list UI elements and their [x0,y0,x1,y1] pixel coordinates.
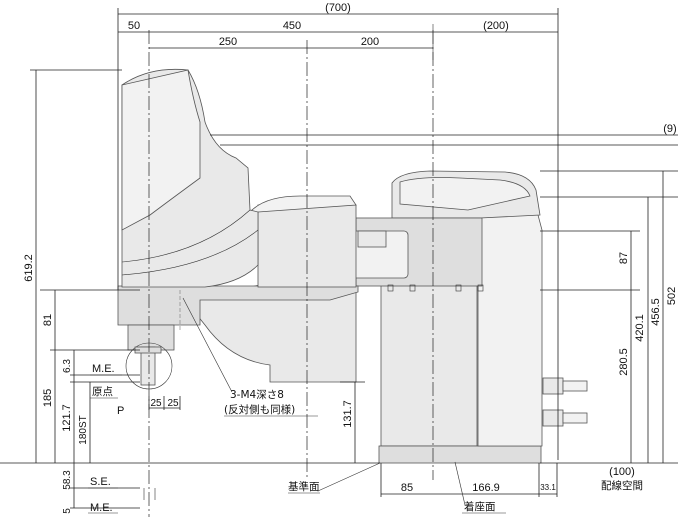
rear-cable-box [477,214,543,447]
head-front [121,69,201,231]
dim-width-33-1: 33.1 [540,483,556,492]
dim-height-81: 81 [42,314,54,326]
dim-height-5: 5 [62,508,73,514]
dim-cable-200: (200) [483,20,509,32]
dim-width-85: 85 [401,482,413,494]
dim-height-185: 185 [42,389,54,407]
dim-height-131-7: 131.7 [342,400,354,428]
dim-total-width: (700) [325,2,351,14]
label-tap-note: 3-M4深さ8 [230,389,284,401]
dim-height-280-5: 280.5 [618,348,630,376]
dim-height-6-3: 6.3 [62,359,73,373]
robot-outline [117,68,588,464]
label-me-bottom: M.E. [90,502,113,514]
dim-stroke-180: 180ST [78,415,89,444]
dim-height-456-5: 456.5 [650,298,662,326]
dim-offset-50: 50 [128,20,140,32]
head-curve-2 [121,229,259,276]
spline-shaft [127,324,175,351]
label-se: S.E. [90,476,111,488]
motor-cap [357,230,387,248]
dim-height-121-7: 121.7 [61,404,73,432]
elbow-housing [184,284,357,383]
dim-right-9: (9) [663,123,676,135]
base-top-cover [399,177,531,211]
cable-connectors [542,377,588,427]
head-curve [121,209,251,263]
dim-width-25b: 25 [167,398,179,409]
dim-width-25a: 25 [150,398,162,409]
dim-height-502: 502 [666,287,678,305]
dim-width-450: 450 [283,20,301,32]
dim-height-420-1: 420.1 [634,314,646,342]
bottom-dimensions [317,461,558,506]
label-wiring-space: 配線空間 [601,479,643,492]
label-me-top: M.E. [92,363,115,375]
dim-arm1-250: 250 [219,36,237,48]
dim-height-619-2: 619.2 [23,254,35,282]
center-lines [148,30,434,517]
left-dimensions [0,69,380,509]
label-tap-note-2: (反対側も同様) [224,403,295,416]
dim-height-87: 87 [618,252,630,264]
dim-width-166-9: 166.9 [472,482,500,494]
right-dimensions [210,134,678,464]
base-column [380,284,478,447]
top-dimensions [117,8,559,460]
dim-131-7-lines [340,381,365,463]
label-seating-surface: 着座面 [464,500,496,513]
base-plate [378,445,542,464]
dim-cable-100: (100) [609,466,635,478]
base-screws [387,284,484,292]
shaft-dimensions [148,396,181,410]
label-origin: 原点 [92,386,113,398]
arm-top [249,195,357,213]
dim-arm2-200: 200 [361,36,379,48]
label-p-mark: P [117,405,124,417]
dim-height-58-3: 58.3 [62,470,73,490]
label-reference-surface: 基準面 [288,480,320,493]
